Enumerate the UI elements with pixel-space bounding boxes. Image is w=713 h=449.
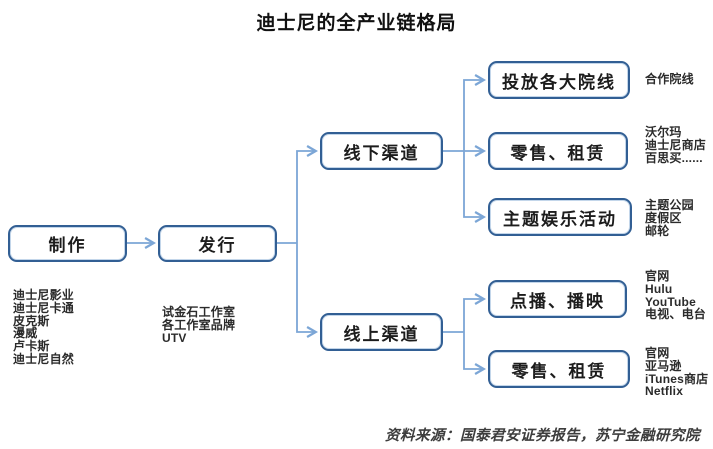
connector-offline-theme: [463, 151, 487, 224]
production-companies-list: 迪士尼影业 迪士尼卡通 皮克斯 漫威 卢卡斯 迪士尼自然: [13, 288, 75, 366]
source-caption: 资料来源：国泰君安证券报告，苏宁金融研究院: [385, 428, 700, 444]
diagram-title: 迪士尼的全产业链格局: [256, 13, 457, 34]
node-theaters-label: 投放各大院线: [502, 72, 616, 92]
node-online-channel: 线上渠道: [320, 313, 443, 351]
node-offline-channel: 线下渠道: [320, 132, 443, 170]
node-production: 制作: [8, 225, 127, 262]
node-vod-broadcast: 点播、播映: [488, 280, 627, 318]
connector-distribution-offline: [296, 144, 319, 243]
retail-offline-note: 沃尔玛 迪士尼商店 百思买......: [645, 125, 707, 165]
node-retail-offline-label: 零售、租赁: [510, 143, 606, 163]
node-retail-offline: 零售、租赁: [488, 132, 628, 170]
theme-note: 主题公园 度假区 邮轮: [645, 198, 694, 238]
connector-distribution-online: [296, 243, 319, 339]
connector-online-retail: [463, 332, 487, 376]
connector-online-vod: [463, 292, 487, 332]
node-online-channel-label: 线上渠道: [343, 324, 420, 344]
node-distribution-label: 发行: [198, 236, 237, 255]
connector-offline-theaters: [463, 73, 487, 151]
node-theme-entertainment: 主题娱乐活动: [488, 198, 632, 236]
node-retail-online-label: 零售、租赁: [511, 361, 607, 381]
node-offline-channel-label: 线下渠道: [343, 143, 420, 163]
node-retail-online: 零售、租赁: [488, 350, 630, 388]
node-production-label: 制作: [48, 236, 87, 255]
theaters-note: 合作院线: [645, 72, 694, 86]
vod-note: 官网 Hulu YouTube 电视、电台: [645, 269, 707, 322]
node-theme-entertainment-label: 主题娱乐活动: [503, 209, 617, 229]
retail-online-note: 官网 亚马逊 iTunes商店 Netflix: [645, 346, 709, 399]
distribution-studios-list: 试金石工作室 各工作室品牌 UTV: [162, 305, 236, 345]
node-distribution: 发行: [158, 225, 277, 262]
node-vod-broadcast-label: 点播、播映: [510, 291, 605, 311]
node-theaters: 投放各大院线: [488, 61, 630, 99]
